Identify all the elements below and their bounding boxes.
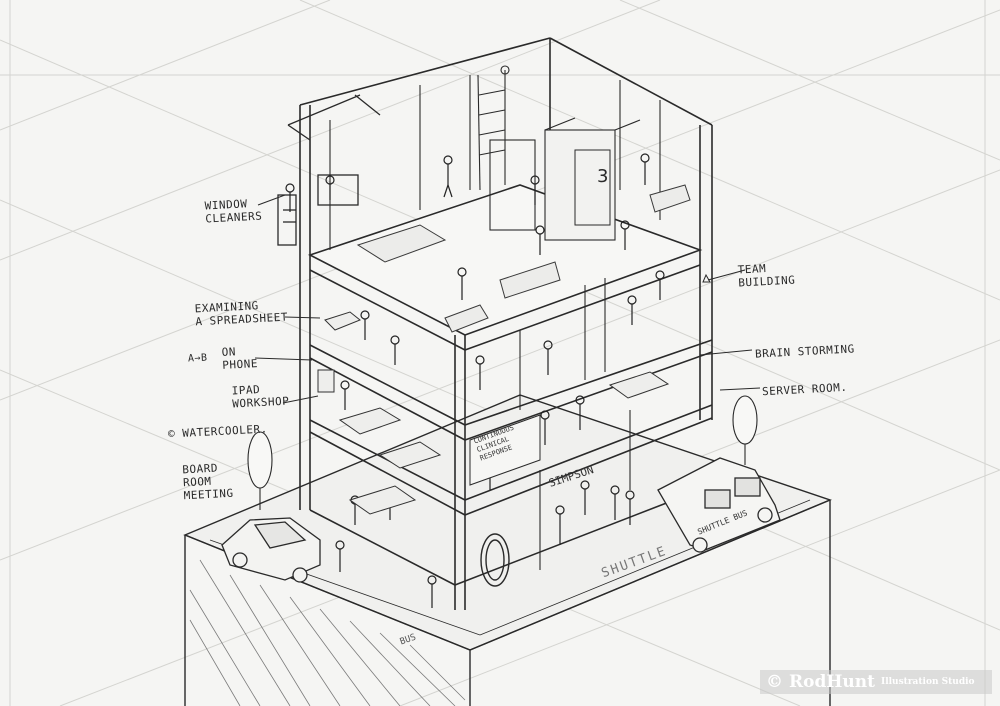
- watermark-copyright: ©: [766, 672, 783, 692]
- meeting-tables: [317, 311, 670, 515]
- car: [221, 517, 321, 583]
- label-ab-marker: A→B: [187, 352, 208, 365]
- watermark-name: RodHunt: [789, 672, 875, 692]
- top-floor-furniture: [356, 184, 691, 333]
- label-ipad-workshop: iPAD WORKSHOP: [231, 383, 290, 411]
- watermark: © RodHunt Illustration Studio: [760, 670, 992, 694]
- floor-number: 3: [597, 166, 608, 187]
- entrance-sculpture: [480, 533, 510, 587]
- label-team-building: TEAM BUILDING: [737, 262, 796, 290]
- shuttle-bus: [657, 457, 781, 553]
- roof-ladder: [477, 65, 510, 191]
- watermark-studio: Illustration Studio: [881, 677, 975, 687]
- label-on-phone: ON PHONE: [221, 345, 259, 372]
- banner-board: [469, 414, 541, 486]
- label-window-cleaners: WINDOW CLEANERS: [204, 197, 263, 226]
- window-cleaner-gantry: [277, 94, 381, 246]
- interior-walls: [329, 75, 661, 570]
- ground-hatching: [189, 559, 466, 706]
- leader-lines: [254, 194, 761, 404]
- label-examining-spreadsheet: EXAMINING A SPREADSHEET: [194, 299, 289, 329]
- people: [285, 153, 665, 608]
- label-board-room-meeting: BOARD ROOM MEETING: [182, 461, 234, 503]
- elevator-door: [574, 149, 611, 226]
- trees: [247, 395, 758, 510]
